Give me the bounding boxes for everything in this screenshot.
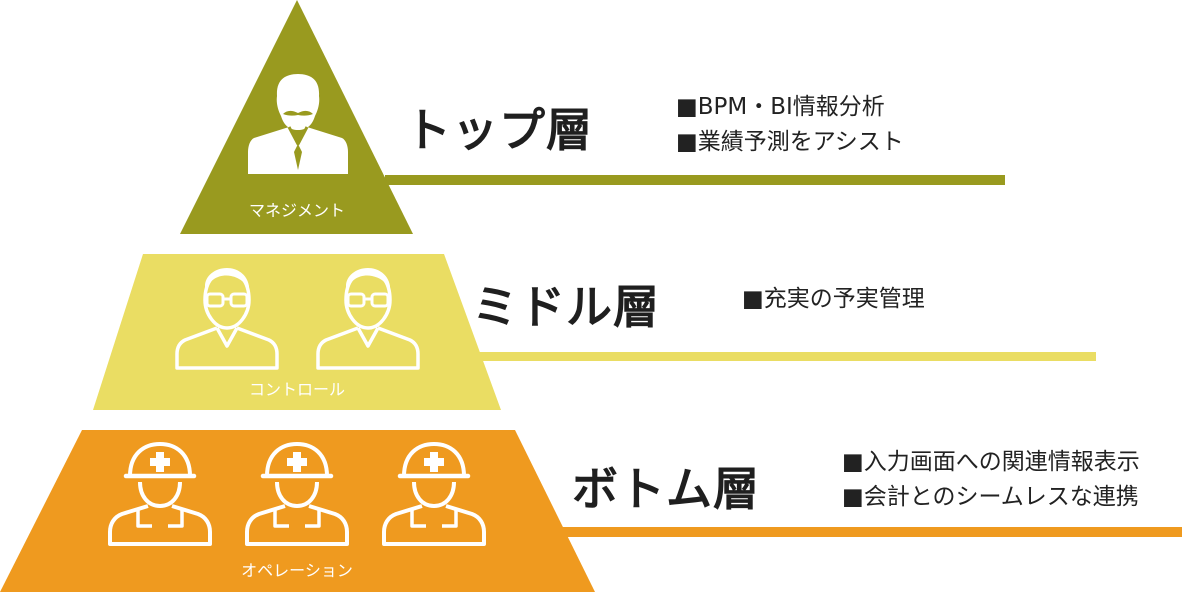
middle-tier-shape (93, 254, 501, 410)
top-tier-bullet-list: ■BPM・BI情報分析 ■業績予測をアシスト (676, 90, 904, 160)
bottom-tier-role-label: オペレーション (241, 561, 353, 580)
bottom-tier-shape (0, 430, 595, 592)
bullet-item: ■会計とのシームレスな連携 (842, 484, 1139, 510)
middle-tier-bullet-list: ■充実の予実管理 (742, 282, 925, 317)
middle-tier-role-label: コントロール (249, 380, 345, 399)
bottom-tier-bullet-list: ■入力画面への関連情報表示 ■会計とのシームレスな連携 (842, 445, 1140, 515)
middle-tier-underline (475, 352, 1096, 361)
bullet-item: ■業績予測をアシスト (676, 129, 904, 155)
bullet-item: ■入力画面への関連情報表示 (842, 449, 1140, 475)
bullet-item: ■充実の予実管理 (742, 286, 925, 312)
top-tier-title: トップ層 (405, 103, 593, 157)
middle-tier-title: ミドル層 (472, 280, 660, 334)
bottom-tier-underline (560, 527, 1182, 537)
top-tier-underline (385, 175, 1005, 185)
top-tier-role-label: マネジメント (249, 201, 345, 220)
bottom-tier-title: ボトム層 (572, 462, 760, 516)
bullet-item: ■BPM・BI情報分析 (676, 94, 885, 120)
